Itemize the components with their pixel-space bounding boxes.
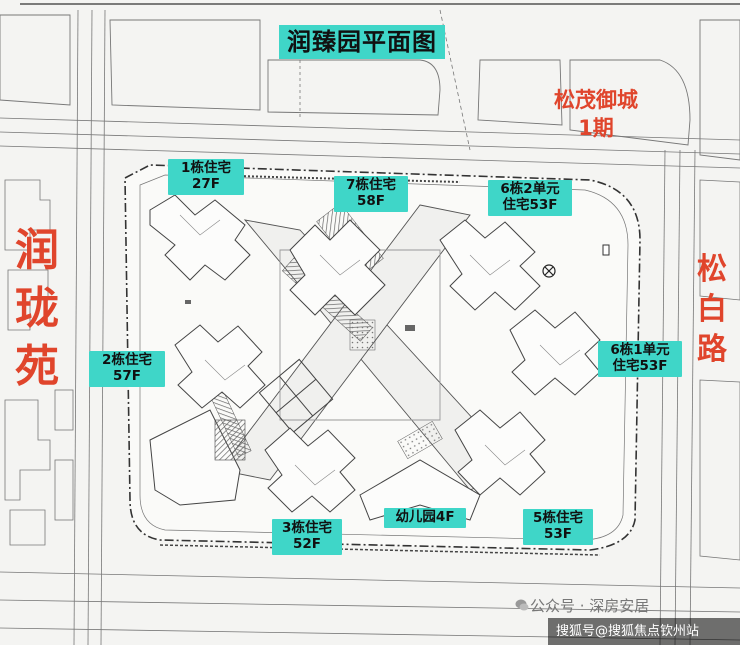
kindergarten-building — [359, 459, 481, 521]
building-name: 3栋住宅 — [282, 520, 332, 536]
northeast-project-name: 松茂御城 — [554, 88, 638, 112]
building-floors: 57F — [112, 367, 141, 384]
site-marker — [542, 264, 556, 278]
building-floors: 27F — [191, 175, 220, 192]
west-project-char: 润 — [15, 225, 59, 276]
west-project-char: 苑 — [15, 341, 59, 392]
building-name: 7栋住宅 — [346, 177, 396, 193]
building-floors: 住宅53F — [612, 357, 668, 374]
wechat-watermark: 公众号 · 深房安居 — [530, 597, 650, 615]
sohu-watermark: 搜狐号@搜狐焦点钦州站 — [548, 618, 740, 645]
building-floors: 58F — [356, 192, 385, 209]
east-road-char: 松 — [697, 252, 727, 287]
building-name: 6栋1单元 — [610, 342, 670, 358]
building-name: 5栋住宅 — [533, 510, 583, 526]
east-road-char: 路 — [697, 332, 727, 367]
building-floors: 53F — [543, 525, 572, 542]
court-grid — [258, 358, 334, 434]
road-network — [0, 9, 740, 645]
residential-towers — [149, 194, 601, 513]
west-neighbor-buildings — [4, 179, 74, 546]
west-project-label: 润 珑 苑 — [8, 222, 66, 396]
west-project-char: 珑 — [15, 283, 59, 334]
building-label-5: 5栋住宅 53F — [523, 509, 593, 545]
wechat-icon — [515, 599, 529, 611]
building-name: 1栋住宅 — [181, 160, 231, 176]
building-floors: 52F — [292, 535, 321, 552]
page-title: 润臻园平面图 — [279, 25, 445, 59]
kindergarten-label: 幼儿园4F — [384, 508, 466, 528]
building-name: 幼儿园4F — [395, 509, 455, 525]
building-label-7: 7栋住宅 58F — [334, 176, 408, 212]
building-name: 6栋2单元 — [500, 181, 560, 197]
north-blocks — [0, 14, 740, 161]
east-road-label: 松 白 路 — [690, 250, 734, 370]
building-label-6-2: 6栋2单元 住宅53F — [488, 180, 572, 216]
building-floors: 住宅53F — [502, 196, 558, 213]
northeast-project-phase: 1期 — [578, 116, 614, 140]
east-road-char: 白 — [697, 292, 727, 327]
building-label-3: 3栋住宅 52F — [272, 519, 342, 555]
northeast-project-label: 松茂御城 1期 — [540, 86, 652, 142]
building-label-2: 2栋住宅 57F — [89, 351, 165, 387]
building-label-1: 1栋住宅 27F — [168, 159, 244, 195]
building-name: 2栋住宅 — [102, 352, 152, 368]
east-neighbor-lots — [699, 179, 740, 561]
building-label-6-1: 6栋1单元 住宅53F — [598, 341, 682, 377]
